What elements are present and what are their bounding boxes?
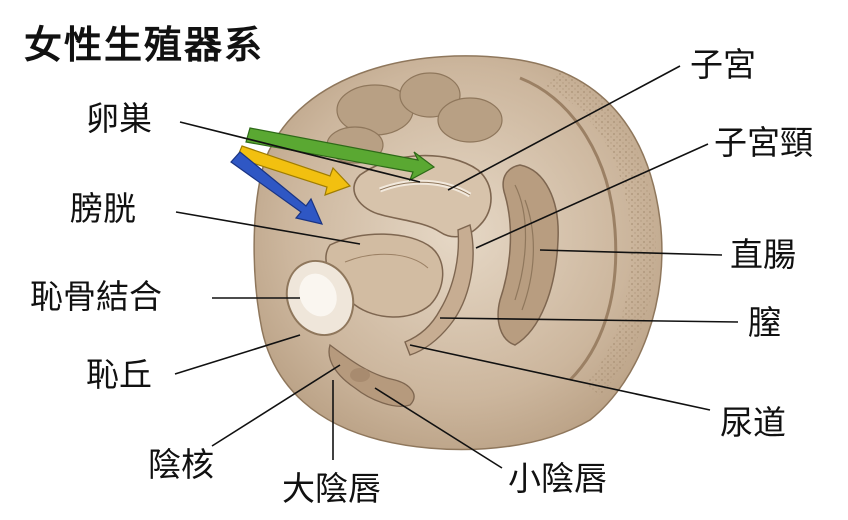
blue-arrow [230, 151, 324, 225]
label-labia-majora: 大陰唇 [282, 469, 381, 508]
green-arrow [245, 127, 436, 182]
rectum-shape [497, 164, 559, 346]
vulva-shape [328, 343, 415, 407]
spine-layer [545, 70, 656, 395]
vagina-shape [404, 224, 474, 356]
label-mons-pubis: 恥丘 [86, 355, 152, 394]
intestine-loops [326, 72, 503, 164]
label-pubic-symphysis: 恥骨結合 [30, 277, 162, 316]
label-urethra: 尿道 [720, 403, 786, 442]
highlight-arrows [230, 127, 436, 225]
label-labia-minora: 小陰唇 [508, 459, 607, 498]
label-cervix: 子宮頸 [714, 123, 813, 162]
leader-lines [174, 65, 739, 469]
label-ovary: 卵巣 [86, 99, 152, 138]
label-bladder: 膀胱 [70, 189, 136, 228]
label-rectum: 直腸 [730, 235, 796, 274]
page-title: 女性生殖器系 [24, 23, 265, 67]
label-uterus: 子宮 [690, 45, 756, 84]
sacrum-bands [519, 76, 618, 382]
label-clitoris: 陰核 [148, 445, 214, 484]
label-vagina: 膣 [748, 303, 781, 342]
